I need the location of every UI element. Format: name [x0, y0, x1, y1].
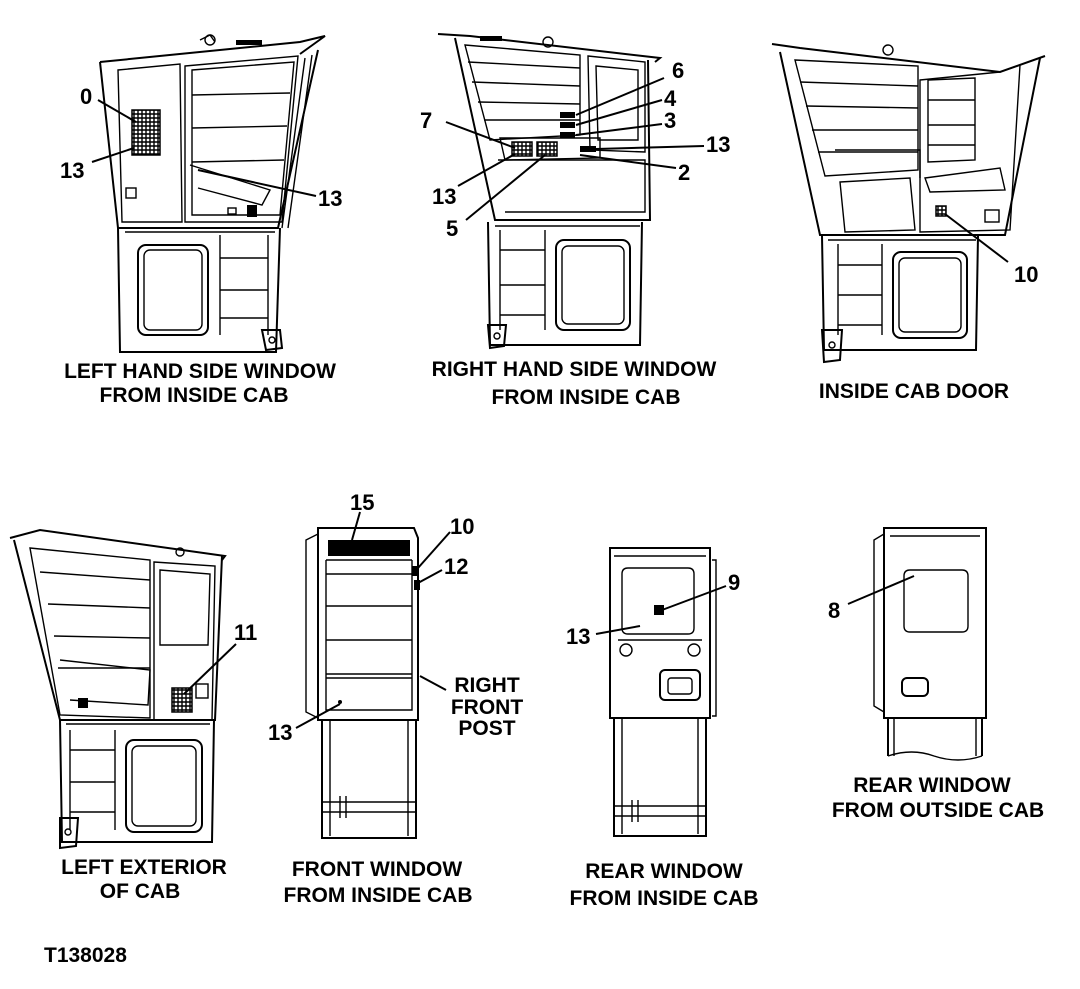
label-right-front-post-line3: POST [458, 717, 515, 740]
view-right-side-window [437, 33, 663, 350]
view-left-side-window [99, 34, 326, 353]
callout-label: 8 [828, 598, 840, 623]
caption-front-window-line1: FRONT WINDOW [292, 858, 462, 881]
view-left-exterior [9, 528, 227, 850]
callout-label: 5 [446, 216, 458, 241]
callout-label: 13 [268, 720, 292, 745]
callout-label: 13 [60, 158, 84, 183]
callout-label: 10 [1014, 262, 1038, 287]
callout-label: 7 [420, 108, 432, 133]
callout-label: 2 [678, 160, 690, 185]
callout-label: 13 [566, 624, 590, 649]
callout-label: 15 [350, 490, 374, 515]
label-right-front-post-line1: RIGHT [454, 674, 520, 697]
caption-rear-inside-line1: REAR WINDOW [585, 860, 743, 883]
callout-label: 11 [234, 620, 257, 645]
callout-label: 13 [432, 184, 456, 209]
callout-label: 13 [318, 186, 342, 211]
callouts-right-side-window: 6 4 3 7 13 2 13 5 [420, 58, 730, 241]
caption-cab-door: INSIDE CAB DOOR [819, 380, 1009, 403]
callout-label: 13 [706, 132, 730, 157]
view-rear-window-inside [609, 547, 717, 837]
caption-rear-outside-line2: FROM OUTSIDE CAB [832, 799, 1044, 822]
callout-label: 12 [444, 554, 468, 579]
caption-left-exterior-line2: OF CAB [100, 880, 181, 903]
callout-label: 4 [664, 86, 677, 111]
callouts-inside-cab-door: 10 [944, 213, 1038, 287]
callouts-front-window: 15 10 12 13 RIGHT FRONT POST [268, 490, 523, 745]
caption-right-window-line2: FROM INSIDE CAB [492, 386, 681, 409]
view-front-window [305, 527, 420, 839]
callouts-rear-window-inside: 9 13 [566, 570, 740, 649]
callouts-rear-window-outside: 8 [828, 575, 915, 623]
caption-right-window-line1: RIGHT HAND SIDE WINDOW [432, 358, 717, 381]
figure-id: T138028 [44, 944, 127, 967]
caption-left-window-line2: FROM INSIDE CAB [100, 384, 289, 407]
callout-label: 3 [664, 108, 676, 133]
caption-rear-inside-line2: FROM INSIDE CAB [570, 887, 759, 910]
callout-label: 6 [672, 58, 684, 83]
caption-left-exterior-line1: LEFT EXTERIOR [61, 856, 227, 879]
callout-label: 10 [450, 514, 474, 539]
label-right-front-post-line2: FRONT [451, 696, 523, 719]
caption-front-window-line2: FROM INSIDE CAB [284, 884, 473, 907]
view-rear-window-outside [873, 527, 987, 761]
callouts-left-exterior: 11 [183, 620, 257, 695]
caption-left-window-line1: LEFT HAND SIDE WINDOW [64, 360, 336, 383]
callout-label: 0 [80, 84, 92, 109]
callout-label: 9 [728, 570, 740, 595]
caption-rear-outside-line1: REAR WINDOW [853, 774, 1011, 797]
view-inside-cab-door [771, 43, 1046, 364]
callouts-left-side-window: 0 13 13 [60, 84, 342, 211]
